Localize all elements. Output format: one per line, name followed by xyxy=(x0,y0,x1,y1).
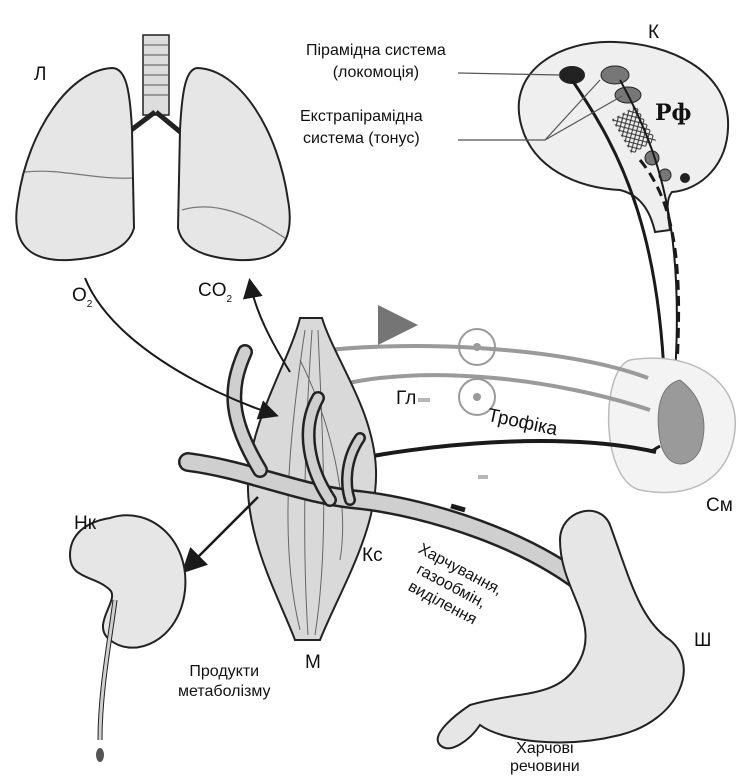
label-reticular-formation: Рф xyxy=(655,100,691,126)
label-capillaries: Кс xyxy=(362,545,383,567)
basal-ganglion-1 xyxy=(601,66,629,84)
label-kidney: Нк xyxy=(74,513,96,535)
right-lung xyxy=(178,68,290,260)
food-line-1: Харчові xyxy=(510,740,580,758)
left-lung xyxy=(16,68,134,260)
spinal-cord-section xyxy=(609,358,736,492)
label-stomach: Ш xyxy=(694,630,711,652)
label-brain: К xyxy=(648,22,659,44)
extrapyramidal-line-2: система (тонус) xyxy=(300,128,423,150)
pyramidal-line-2: (локомоція) xyxy=(306,62,446,84)
metabolism-line-1: Продукти xyxy=(178,662,271,682)
label-extrapyramidal-system: Екстрапірамідна система (тонус) xyxy=(300,106,423,150)
extrapyramidal-line-1: Екстрапірамідна xyxy=(300,106,423,128)
food-line-2: речовини xyxy=(510,758,580,776)
label-food-substances: Харчові речовини xyxy=(510,740,580,776)
label-muscle: М xyxy=(305,652,321,674)
oxygen-base: O xyxy=(72,285,87,306)
label-lungs: Л xyxy=(34,64,46,86)
co2-sub: 2 xyxy=(227,294,233,305)
label-pyramidal-system: Пірамідна система (локомоція) xyxy=(306,40,446,84)
label-metabolism-products: Продукти метаболізму xyxy=(178,662,271,702)
label-gland: Гл xyxy=(396,388,416,410)
pyramidal-line-1: Пірамідна система xyxy=(306,40,446,62)
label-oxygen: O2 xyxy=(72,285,92,307)
kidney-illustration xyxy=(70,515,185,762)
label-co2: CO2 xyxy=(198,280,232,302)
metabolism-line-2: метаболізму xyxy=(178,682,271,702)
label-spinal-cord: См xyxy=(706,495,733,517)
oxygen-sub: 2 xyxy=(87,299,93,310)
co2-base: CO xyxy=(198,280,227,301)
lungs-illustration xyxy=(16,35,289,260)
